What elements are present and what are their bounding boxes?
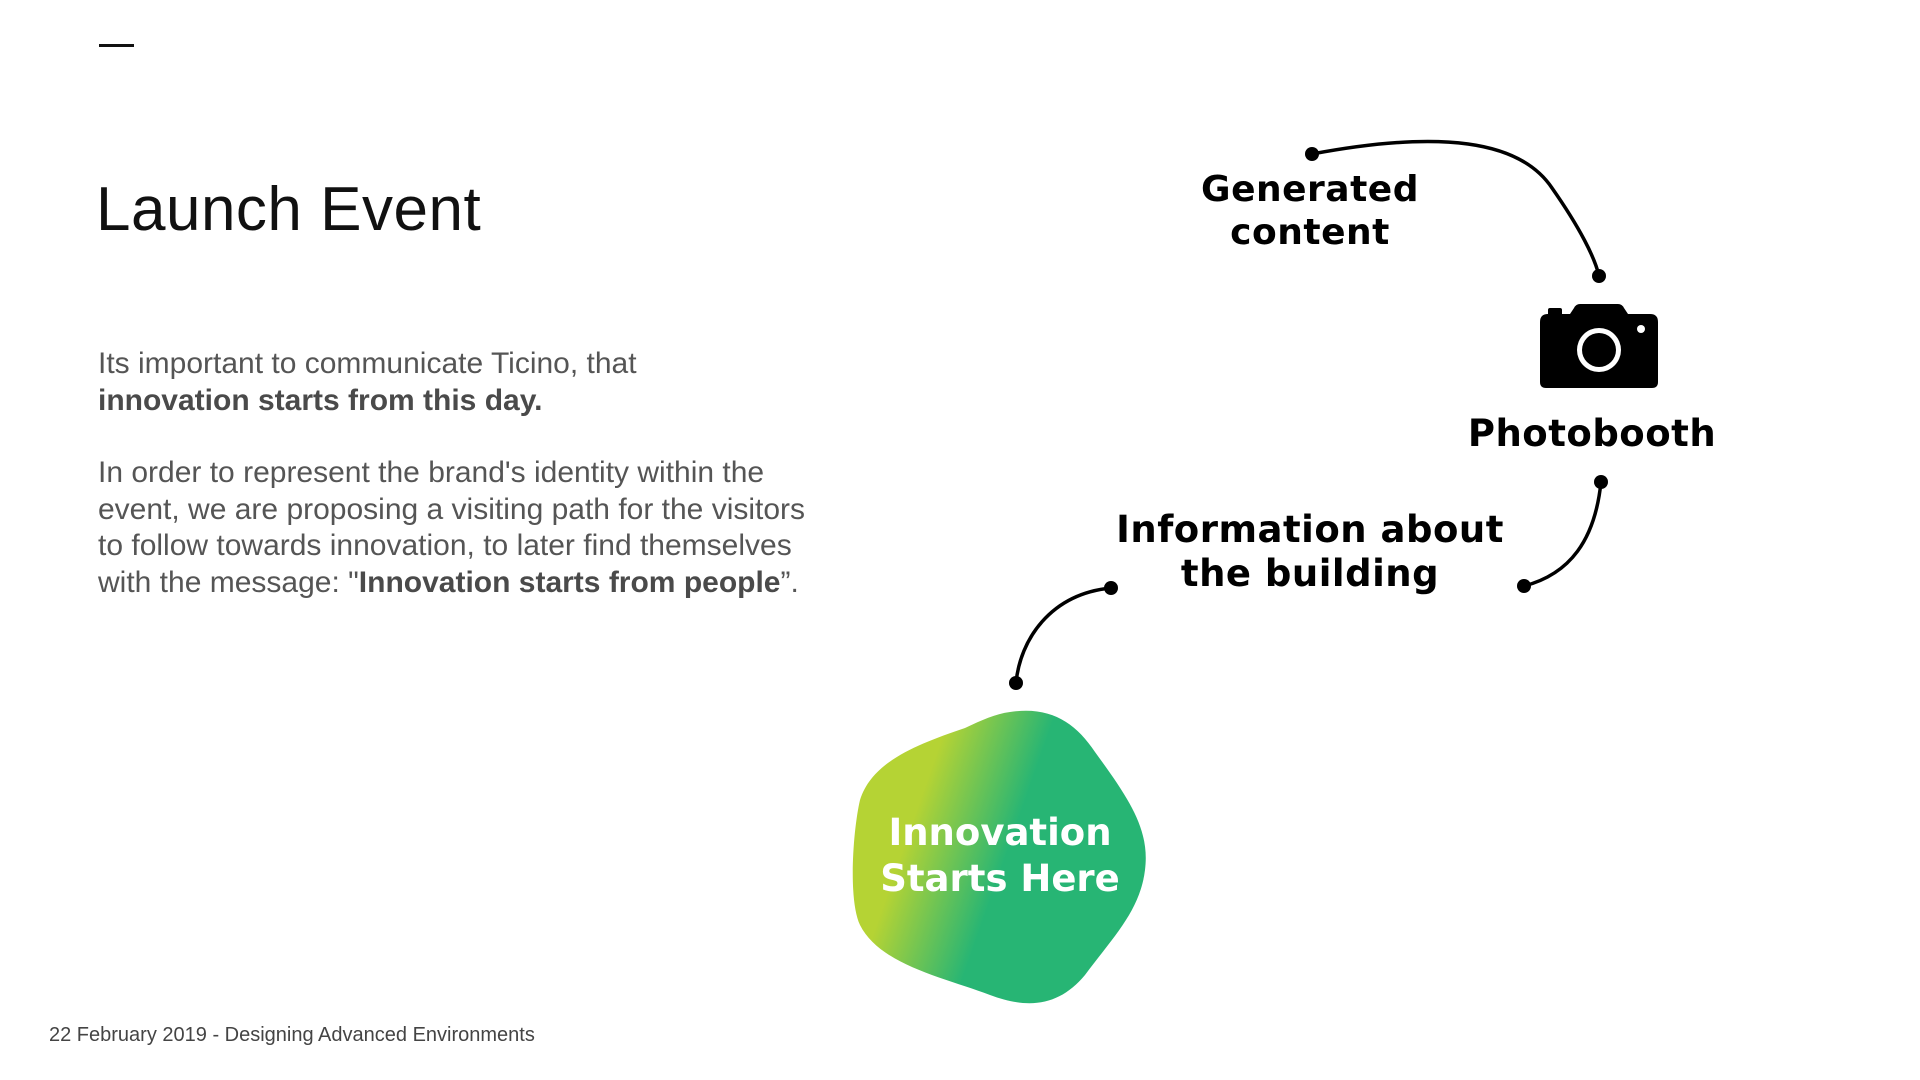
slide-body: Its important to communicate Ticino, tha… — [98, 346, 818, 637]
connector-dot — [1009, 676, 1023, 690]
footer-caption: 22 February 2019 - Designing Advanced En… — [49, 1024, 535, 1046]
description-bold: Innovation starts from people — [358, 565, 781, 599]
connector-dot — [1104, 581, 1118, 595]
description-tail: ”. — [780, 565, 799, 599]
intro-paragraph: Its important to communicate Ticino, tha… — [98, 346, 818, 419]
innovation-blob — [852, 710, 1146, 1004]
generated-content-label: Generated content — [1201, 169, 1419, 254]
connector-generated-photobooth — [1310, 139, 1601, 278]
connector-dot — [1592, 269, 1606, 283]
connector-info-innovation — [1014, 586, 1113, 685]
information-label: Information about the building — [1116, 508, 1504, 596]
camera-icon — [1540, 304, 1658, 388]
description-text: In order to represent the brand's identi… — [98, 456, 806, 599]
slide-title: Launch Event — [96, 175, 482, 244]
description-paragraph: In order to represent the brand's identi… — [98, 455, 818, 601]
connector-dot — [1517, 579, 1531, 593]
photobooth-label: Photobooth — [1467, 412, 1717, 455]
connector-dot — [1305, 147, 1319, 161]
intro-text: Its important to communicate Ticino, tha… — [98, 347, 637, 380]
intro-bold: innovation starts from this day. — [98, 383, 543, 417]
innovation-label: Innovation Starts Here — [880, 811, 1120, 901]
top-dash-divider — [99, 44, 134, 47]
connector-dot — [1594, 475, 1608, 489]
connector-photobooth-info — [1522, 480, 1603, 588]
